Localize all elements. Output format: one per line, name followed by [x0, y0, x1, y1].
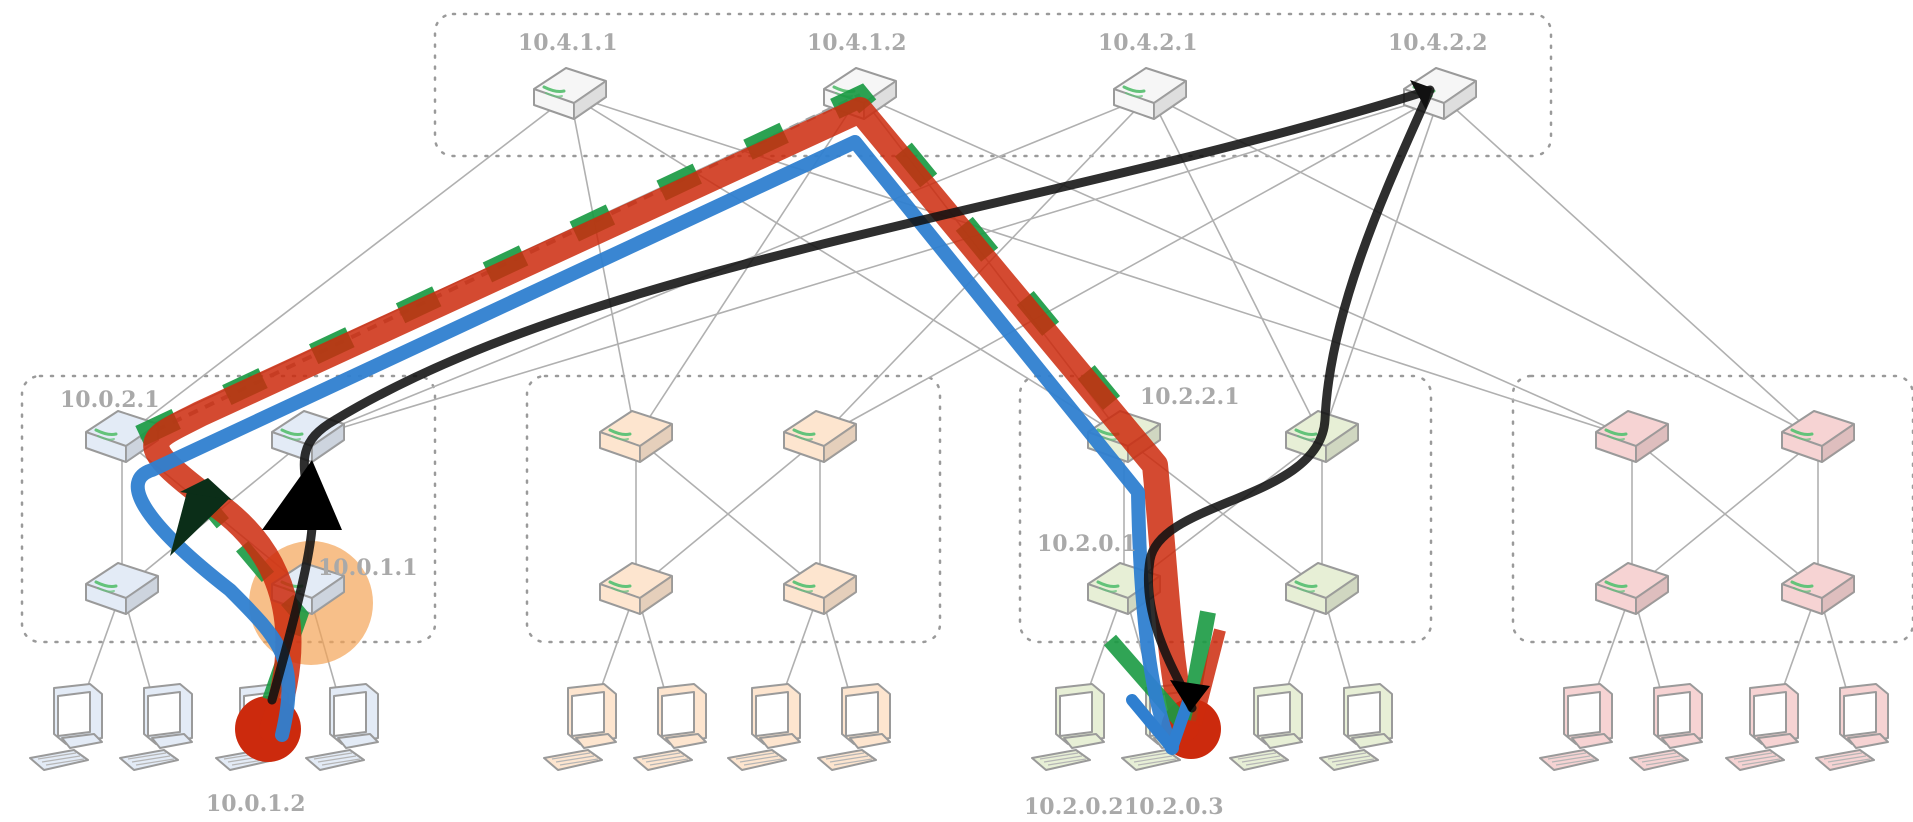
core-agg-link — [1149, 94, 1323, 439]
core-switch-label: 10.4.1.2 — [807, 30, 907, 56]
pod-group-box — [1511, 374, 1913, 644]
core-switch-label: 10.4.1.1 — [518, 30, 618, 56]
host-label: 10.2.0.2 — [1024, 794, 1124, 820]
black-path-corner — [1410, 80, 1432, 110]
pod-group-box — [1018, 374, 1433, 644]
core-agg-link — [1321, 94, 1441, 439]
pod-group-boxes — [20, 12, 1913, 644]
pod-group-box — [525, 374, 942, 644]
aggregation-switch-label: 10.2.2.1 — [1140, 384, 1240, 410]
agg-edge-link — [1631, 437, 1819, 591]
edge-switch — [85, 562, 159, 615]
host-computer — [1229, 683, 1303, 771]
aggregation-switch-label: 10.0.2.1 — [60, 387, 160, 413]
dark-arrowhead — [170, 488, 230, 556]
aggregation-switch — [783, 410, 857, 463]
pod-group-box — [20, 374, 437, 644]
host-computer — [817, 683, 891, 771]
aggregation-switch — [1595, 410, 1669, 463]
host-computer — [1319, 683, 1393, 771]
flow-paths — [130, 80, 1435, 762]
core-agg-link — [1149, 94, 1819, 439]
host-computer — [119, 683, 193, 771]
red-path — [143, 97, 1199, 743]
core-switch — [1113, 67, 1187, 120]
host-computer — [727, 683, 801, 771]
host-computer — [1725, 683, 1799, 771]
host-computer — [29, 683, 103, 771]
core-agg-link — [819, 94, 1441, 439]
edge-switch — [783, 562, 857, 615]
edge-switch-label: 10.2.0.1 — [1037, 531, 1137, 557]
core-switch — [533, 67, 607, 120]
host-computer — [1031, 683, 1105, 771]
core-switch-label: 10.4.2.2 — [1388, 30, 1488, 56]
host-computer — [543, 683, 617, 771]
host-computer — [305, 683, 379, 771]
host-computer — [633, 683, 707, 771]
core-group-box — [433, 12, 1553, 158]
host-label: 10.0.1.2 — [206, 791, 306, 817]
host-computer — [1815, 683, 1889, 771]
core-switch-label: 10.4.2.1 — [1098, 30, 1198, 56]
black-path — [267, 85, 1435, 713]
black-arrowhead-up — [262, 460, 342, 530]
core-agg-link — [121, 94, 571, 439]
core-agg-link — [859, 94, 1633, 439]
host-computer — [1539, 683, 1613, 771]
host-computer — [1629, 683, 1703, 771]
aggregation-switch — [599, 410, 673, 463]
green-arrow-stroke — [1103, 634, 1187, 726]
host-label: 10.2.0.3 — [1124, 794, 1224, 820]
core-agg-link — [307, 94, 1441, 439]
blue-path — [130, 135, 1179, 755]
edge-switch — [599, 562, 673, 615]
red-arrow-stroke — [1190, 628, 1226, 726]
core-agg-link — [569, 94, 1125, 439]
edge-switch-label: 10.0.1.1 — [318, 555, 418, 581]
edge-switch — [1781, 562, 1855, 615]
agg-edge-link — [635, 437, 821, 591]
core-agg-link — [1439, 94, 1819, 439]
dark-arrowhead — [180, 478, 232, 500]
aggregation-switch — [1781, 410, 1855, 463]
black-arrowhead-down — [1170, 680, 1210, 712]
edge-switch — [1285, 562, 1359, 615]
edge-switch — [1595, 562, 1669, 615]
blue-path-arrow — [1126, 684, 1198, 754]
